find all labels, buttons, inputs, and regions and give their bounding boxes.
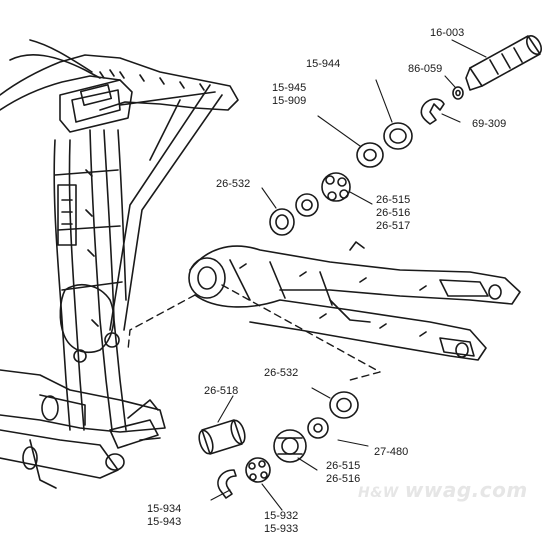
part-number: 26-532 bbox=[264, 367, 299, 379]
part-number: 15-909 bbox=[272, 95, 307, 107]
part-number: 26-516 bbox=[326, 473, 361, 485]
watermark-site: wwag.com bbox=[404, 478, 528, 502]
watermark-logo: H&W bbox=[358, 485, 399, 501]
sleeve-26-518 bbox=[198, 419, 246, 455]
part-number: 15-932 bbox=[264, 510, 299, 522]
label-15-945-15-909: 15-945 15-909 bbox=[272, 82, 306, 108]
shaft-16-003 bbox=[465, 35, 543, 91]
frame-drawing bbox=[0, 39, 239, 489]
bearing-26-515-top bbox=[295, 172, 351, 217]
bearing-27-480 bbox=[273, 429, 307, 463]
seal-15-944 bbox=[383, 122, 413, 150]
label-86-059: 86-059 bbox=[408, 63, 442, 76]
label-26-515-group-bottom: 26-515 26-516 bbox=[326, 460, 360, 486]
part-number: 26-532 bbox=[216, 178, 251, 190]
leader-lines bbox=[210, 39, 487, 511]
label-15-934-15-943: 15-934 15-943 bbox=[147, 503, 181, 529]
washer-26-532-bottom bbox=[307, 391, 359, 439]
washer-86-059 bbox=[452, 86, 464, 100]
part-number: 26-516 bbox=[376, 207, 411, 219]
part-number: 15-945 bbox=[272, 82, 307, 94]
part-number: 69-309 bbox=[472, 118, 507, 130]
washer-26-532-top bbox=[269, 208, 295, 236]
part-number: 15-933 bbox=[264, 523, 299, 535]
label-15-944: 15-944 bbox=[306, 58, 340, 71]
clip-69-309 bbox=[420, 98, 445, 125]
label-16-003: 16-003 bbox=[430, 27, 464, 40]
clip-15-934 bbox=[217, 469, 237, 499]
part-number: 15-944 bbox=[306, 58, 341, 70]
swingarm-drawing bbox=[188, 241, 521, 361]
part-number: 26-517 bbox=[376, 220, 411, 232]
label-15-932-15-933: 15-932 15-933 bbox=[264, 510, 298, 536]
label-26-532-bottom: 26-532 bbox=[264, 367, 298, 380]
part-number: 16-003 bbox=[430, 27, 465, 39]
label-69-309: 69-309 bbox=[472, 118, 506, 131]
part-number: 15-934 bbox=[147, 503, 182, 515]
label-27-480: 27-480 bbox=[374, 446, 408, 459]
bearing-15-932 bbox=[245, 457, 271, 483]
part-number: 86-059 bbox=[408, 63, 443, 75]
part-number: 15-943 bbox=[147, 516, 182, 528]
part-number: 26-515 bbox=[326, 460, 361, 472]
part-number: 26-515 bbox=[376, 194, 411, 206]
part-number: 26-518 bbox=[204, 385, 239, 397]
assembly-guide-lines bbox=[127, 284, 381, 381]
label-26-518: 26-518 bbox=[204, 385, 238, 398]
label-26-532-top: 26-532 bbox=[216, 178, 250, 191]
label-26-515-group-top: 26-515 26-516 26-517 bbox=[376, 194, 410, 233]
part-number: 27-480 bbox=[374, 446, 409, 458]
bearing-15-945 bbox=[356, 142, 384, 168]
watermark: H&W wwag.com bbox=[358, 478, 528, 502]
